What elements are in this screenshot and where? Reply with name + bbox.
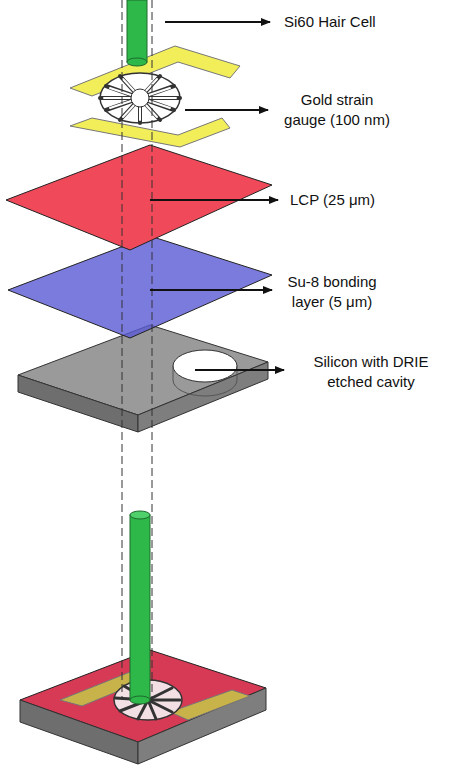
lcp-layer bbox=[6, 145, 272, 250]
hair-cell bbox=[127, 0, 147, 66]
part-label: Su-8 bonding layer (5 μm) bbox=[282, 272, 382, 312]
part-label: Gold strain gauge (100 nm) bbox=[282, 90, 392, 130]
part-label: Silicon with DRIE etched cavity bbox=[296, 352, 446, 392]
part-label: LCP (25 μm) bbox=[290, 190, 460, 210]
assembled-sensor bbox=[20, 511, 266, 764]
silicon-layer bbox=[18, 325, 268, 432]
leader-arrow bbox=[150, 22, 284, 370]
gold-strain-gauge bbox=[70, 46, 240, 147]
alignment-line bbox=[122, 0, 152, 700]
su8-layer bbox=[8, 236, 272, 338]
part-label: Si60 Hair Cell bbox=[284, 12, 464, 32]
